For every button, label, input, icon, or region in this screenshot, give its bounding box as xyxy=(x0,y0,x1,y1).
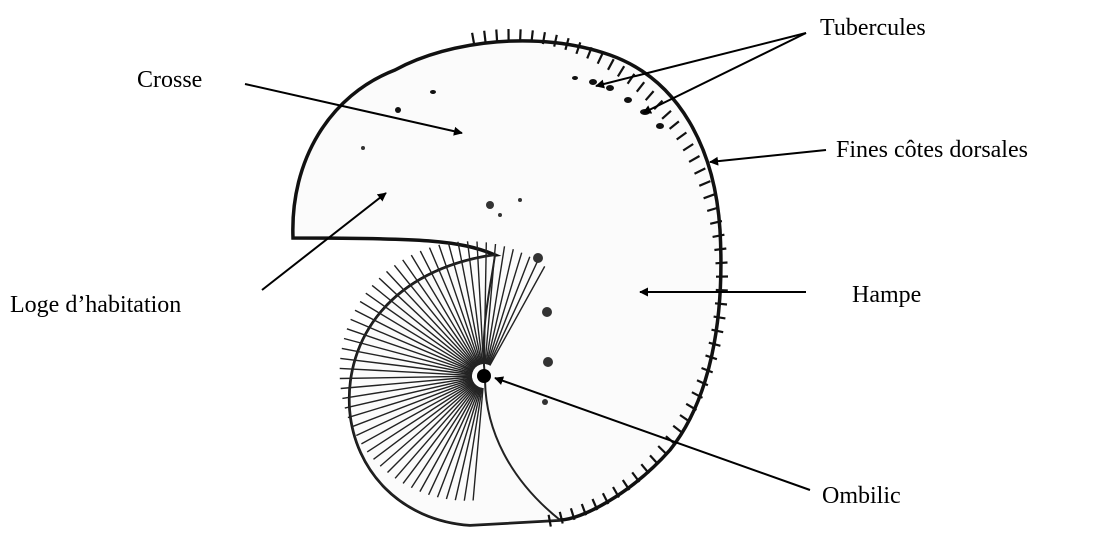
dorsal-rib xyxy=(484,31,485,43)
label-crosse: Crosse xyxy=(137,67,202,93)
umbilicus-mark xyxy=(477,369,491,383)
arrow-fines-cotes xyxy=(710,150,826,162)
label-ombilic: Ombilic xyxy=(822,483,901,509)
dorsal-rib xyxy=(714,249,726,251)
arrow-tubercules-1 xyxy=(596,33,806,86)
label-fines-cotes-dorsales: Fines côtes dorsales xyxy=(836,137,1028,163)
arrow-tubercules-2 xyxy=(643,33,806,113)
shell-outline xyxy=(293,41,721,525)
label-loge-habitation: Loge d’habitation xyxy=(10,292,181,318)
dorsal-rib xyxy=(716,263,728,264)
dorsal-rib xyxy=(496,30,497,42)
label-hampe: Hampe xyxy=(852,282,921,308)
dorsal-rib xyxy=(532,30,533,42)
label-tubercules: Tubercules xyxy=(820,15,926,41)
dorsal-rib xyxy=(715,303,727,304)
dorsal-rib xyxy=(716,290,728,291)
dorsal-rib xyxy=(520,29,521,41)
dorsal-rib xyxy=(472,33,474,45)
